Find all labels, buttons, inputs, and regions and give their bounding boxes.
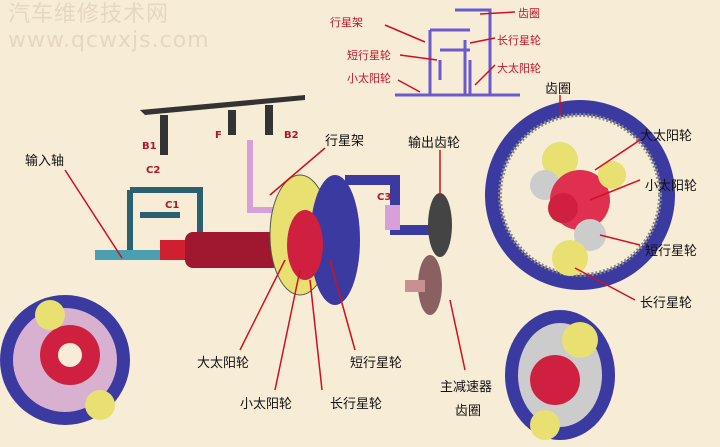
right-label-long-pinion: 长行星轮 xyxy=(640,296,693,311)
label-b1: B1 xyxy=(142,141,157,152)
transmission-assembly xyxy=(95,95,452,315)
right-label-large-sun: 大太阳轮 xyxy=(640,129,693,144)
label-b2: B2 xyxy=(284,130,299,141)
schematic-label-long-pinion: 长行星轮 xyxy=(497,34,541,47)
label-small-sun: 小太阳轮 xyxy=(240,397,293,412)
watermark: 汽车维修技术网 www.qcwxjs.com xyxy=(8,2,210,53)
label-c1: C1 xyxy=(165,200,180,211)
schematic-label-large-sun: 大太阳轮 xyxy=(497,62,541,75)
label-final-drive-ring: 齿圈 xyxy=(455,404,482,419)
label-output-gear: 输出齿轮 xyxy=(408,136,461,151)
label-final-drive: 主减速器 xyxy=(440,380,493,395)
right-label-small-sun: 小太阳轮 xyxy=(645,179,698,194)
bottom-left-view xyxy=(0,295,130,425)
schematic-label-ring: 齿圈 xyxy=(518,7,540,20)
label-f: F xyxy=(215,130,222,141)
label-short-pinion: 短行星轮 xyxy=(350,356,403,371)
callout-arrows xyxy=(64,95,641,391)
schematic-label-carrier: 行星架 xyxy=(330,16,363,29)
schematic-arrows xyxy=(384,11,516,93)
right-label-ring: 齿圈 xyxy=(545,82,572,97)
label-large-sun: 大太阳轮 xyxy=(197,356,250,371)
schematic-label-small-sun: 小太阳轮 xyxy=(347,72,391,85)
label-long-pinion: 长行星轮 xyxy=(330,397,383,412)
label-c2: C2 xyxy=(146,165,161,176)
bottom-right-view xyxy=(505,310,615,440)
label-input-shaft: 输入轴 xyxy=(25,154,65,169)
label-carrier: 行星架 xyxy=(325,134,365,149)
right-label-short-pinion: 短行星轮 xyxy=(645,244,698,259)
label-c3: C3 xyxy=(377,192,392,203)
schematic-label-short-pinion: 短行星轮 xyxy=(347,49,391,62)
schematic-lines xyxy=(395,8,520,97)
